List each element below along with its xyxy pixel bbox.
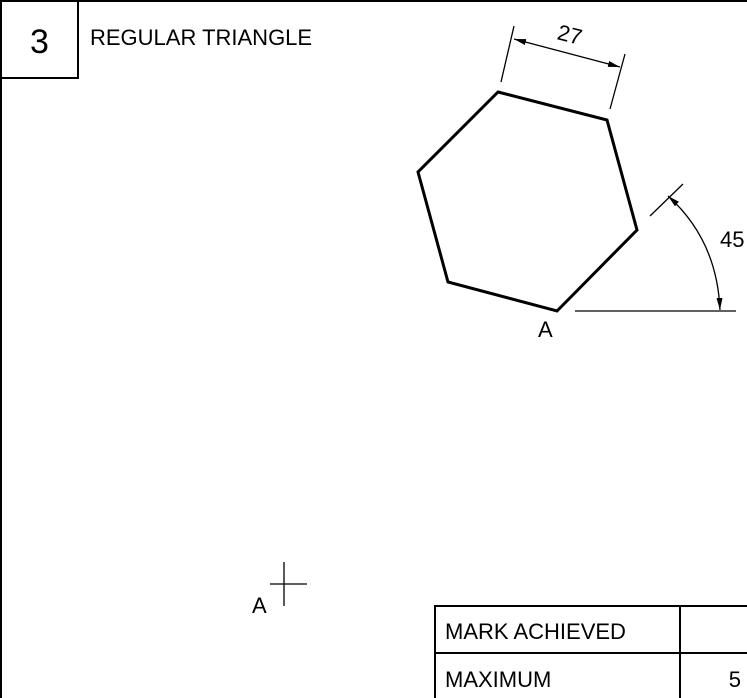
question-number: 3 bbox=[30, 23, 49, 61]
start-point-marker bbox=[270, 562, 307, 606]
side-dimension: 27 bbox=[500, 20, 626, 110]
maximum-value: 5 bbox=[729, 667, 741, 692]
vertex-label-a: A bbox=[538, 317, 553, 342]
maximum-label: MAXIMUM bbox=[445, 667, 551, 692]
question-title: REGULAR TRIANGLE bbox=[90, 25, 312, 50]
side-dimension-label: 27 bbox=[555, 20, 585, 50]
mark-table: MARK ACHIEVED MAXIMUM 5 bbox=[434, 605, 747, 698]
angle-dimension: 45 bbox=[575, 183, 744, 312]
question-number-box: 3 bbox=[0, 0, 79, 79]
hexagon-shape bbox=[416, 90, 639, 313]
start-point-label: A bbox=[252, 593, 267, 618]
mark-achieved-label: MARK ACHIEVED bbox=[445, 619, 626, 644]
angle-dimension-label: 45 bbox=[720, 227, 744, 252]
